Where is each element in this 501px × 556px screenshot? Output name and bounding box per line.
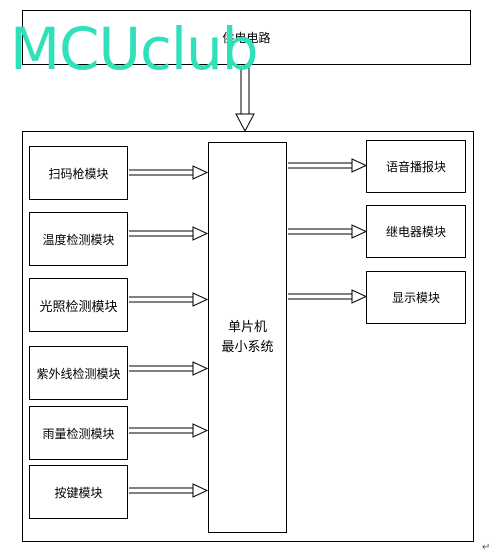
input-module-label: 按键模块: [54, 485, 103, 500]
mcu-label-line2: 最小系统: [221, 339, 274, 355]
output-module-relay: 继电器模块: [366, 205, 466, 258]
input-arrow: [129, 165, 209, 180]
power-circuit-label: 供电电路: [222, 31, 271, 45]
input-module-label: 光照检测模块: [39, 299, 118, 315]
output-arrow: [288, 224, 368, 239]
input-arrow: [129, 292, 209, 307]
mcu-box: 单片机 最小系统: [208, 142, 287, 533]
input-module-label: 紫外线检测模块: [36, 366, 121, 381]
output-arrow: [288, 289, 368, 304]
input-module-light: 光照检测模块: [29, 278, 128, 332]
input-module-label: 扫码枪模块: [48, 166, 109, 181]
input-module-keys: 按键模块: [29, 465, 128, 519]
input-arrow: [129, 483, 209, 498]
output-module-label: 显示模块: [391, 291, 440, 305]
output-module-label: 语音播报块: [385, 160, 446, 174]
input-arrow: [129, 361, 209, 376]
paragraph-return-mark: ↵: [482, 542, 491, 553]
input-module-temperature: 温度检测模块: [29, 212, 128, 266]
input-module-uv: 紫外线检测模块: [29, 346, 128, 400]
watermark-text: MCUclub: [10, 15, 259, 83]
output-arrow: [288, 158, 368, 173]
output-module-label: 继电器模块: [385, 225, 446, 239]
input-module-scanner: 扫码枪模块: [29, 146, 128, 200]
output-module-voice: 语音播报块: [366, 140, 466, 193]
mcu-label-line1: 单片机: [227, 319, 267, 335]
power-circuit-box: 供电电路: [22, 10, 471, 65]
input-module-label: 雨量检测模块: [42, 426, 115, 441]
input-arrow: [129, 226, 209, 241]
input-module-label: 温度检测模块: [42, 232, 115, 247]
input-arrow: [129, 423, 209, 438]
output-module-display: 显示模块: [366, 271, 466, 324]
input-module-rain: 雨量检测模块: [29, 406, 128, 460]
power-to-mcu-arrow: [235, 66, 255, 133]
